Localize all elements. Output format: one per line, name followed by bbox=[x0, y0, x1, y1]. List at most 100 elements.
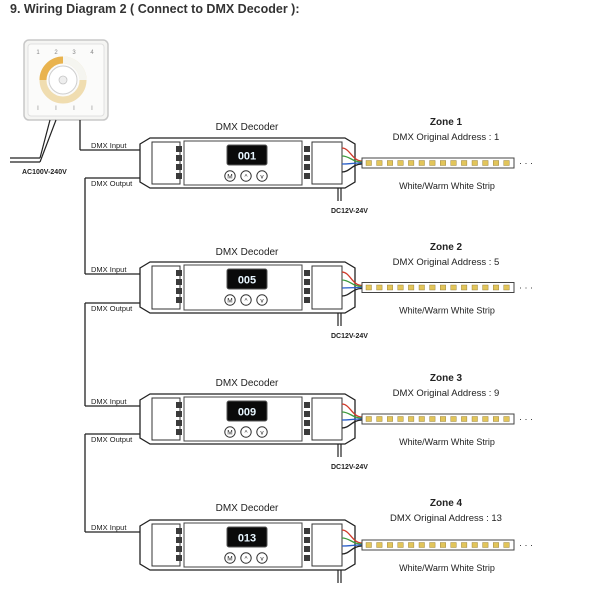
output-terminal bbox=[311, 397, 343, 441]
output-wire bbox=[341, 411, 363, 419]
output-terminal bbox=[311, 141, 343, 185]
output-wire bbox=[341, 287, 363, 297]
terminal-screw bbox=[176, 537, 182, 543]
led-chip bbox=[440, 416, 446, 422]
terminal-screw bbox=[304, 420, 310, 426]
decoder-button-label: M bbox=[227, 556, 232, 563]
led-chip bbox=[408, 542, 415, 548]
dmx-input-label: DMX Input bbox=[91, 397, 127, 406]
output-wire bbox=[341, 529, 363, 544]
led-chip bbox=[376, 284, 383, 291]
led-chip bbox=[387, 160, 393, 166]
zone-name: Zone 4 bbox=[430, 498, 463, 509]
led-chip bbox=[503, 284, 510, 291]
decoder-address-display: 013 bbox=[238, 533, 256, 545]
decoder-button bbox=[224, 552, 236, 564]
terminal-screw bbox=[176, 411, 182, 417]
output-wire bbox=[341, 545, 363, 555]
decoder-button-label: ^ bbox=[244, 430, 248, 437]
output-wire bbox=[341, 286, 363, 289]
led-chip bbox=[387, 416, 393, 422]
panel-zone-mark: I bbox=[73, 106, 75, 112]
led-chip bbox=[493, 416, 499, 422]
strip-continuation: · · · bbox=[519, 414, 533, 424]
panel-zone-mark: 3 bbox=[72, 50, 76, 56]
dmx-output-label: DMX Output bbox=[91, 304, 133, 313]
led-chip bbox=[408, 416, 415, 422]
led-chip bbox=[482, 542, 489, 548]
decoder-button-label: ^ bbox=[244, 556, 248, 563]
terminal-screw bbox=[304, 537, 310, 543]
zone-name: Zone 3 bbox=[430, 373, 463, 384]
dmx-output-label: DMX Output bbox=[91, 179, 133, 188]
terminal-screw bbox=[304, 528, 310, 534]
led-chip bbox=[408, 160, 415, 166]
led-chip bbox=[440, 160, 446, 166]
zone-name: Zone 2 bbox=[430, 242, 463, 253]
terminal-screw bbox=[176, 270, 182, 276]
strip-label: White/Warm White Strip bbox=[399, 563, 495, 573]
terminal-screw bbox=[176, 155, 182, 161]
led-chip bbox=[493, 160, 499, 166]
led-chip bbox=[376, 416, 383, 422]
zone-address: DMX Original Address : 9 bbox=[393, 388, 500, 399]
led-chip bbox=[450, 542, 457, 548]
decoder-button bbox=[240, 552, 252, 564]
output-terminal bbox=[311, 523, 343, 567]
led-strip bbox=[361, 539, 515, 551]
led-chip bbox=[418, 284, 425, 291]
led-chip bbox=[450, 284, 457, 291]
led-strip bbox=[361, 282, 515, 293]
panel-zone-mark: 1 bbox=[36, 50, 40, 56]
terminal-screw bbox=[304, 270, 310, 276]
dmx-input-label: DMX Input bbox=[91, 265, 127, 274]
led-chip bbox=[440, 542, 446, 548]
decoder-button bbox=[256, 294, 268, 306]
decoder-button bbox=[256, 552, 268, 564]
output-wire bbox=[341, 544, 363, 547]
decoder-title: DMX Decoder bbox=[216, 378, 279, 389]
led-chip bbox=[387, 284, 393, 291]
zone-name: Zone 1 bbox=[430, 117, 463, 128]
led-chip bbox=[493, 542, 499, 548]
led-chip bbox=[450, 160, 457, 166]
terminal-screw bbox=[304, 155, 310, 161]
led-chip bbox=[397, 160, 404, 166]
led-chip bbox=[461, 284, 468, 291]
terminal-screw bbox=[176, 555, 182, 561]
output-wire bbox=[341, 271, 363, 287]
led-chip bbox=[418, 160, 425, 166]
led-chip bbox=[365, 160, 372, 166]
strip-continuation: · · · bbox=[519, 540, 533, 550]
terminal-screw bbox=[176, 429, 182, 435]
zone-address: DMX Original Address : 13 bbox=[390, 513, 502, 524]
led-chip bbox=[493, 284, 499, 291]
decoder-button bbox=[224, 294, 236, 306]
decoder-title: DMX Decoder bbox=[216, 122, 279, 133]
led-chip bbox=[461, 542, 468, 548]
led-chip bbox=[461, 160, 468, 166]
terminal-screw bbox=[304, 288, 310, 294]
decoder-button bbox=[240, 294, 252, 306]
led-chip bbox=[365, 416, 372, 422]
led-chip bbox=[397, 542, 404, 548]
led-chip bbox=[418, 542, 425, 548]
output-wire bbox=[341, 155, 363, 163]
led-strip bbox=[361, 413, 515, 425]
decoder-button bbox=[256, 170, 268, 182]
panel-zone-mark: 2 bbox=[54, 50, 58, 56]
led-chip bbox=[429, 416, 436, 422]
output-wire bbox=[341, 162, 363, 165]
dmx-input-label: DMX Input bbox=[91, 523, 127, 532]
terminal-screw bbox=[304, 402, 310, 408]
decoder-button bbox=[240, 170, 252, 182]
terminal-screw bbox=[304, 411, 310, 417]
decoder-button-label: M bbox=[227, 174, 232, 181]
terminal-screw bbox=[304, 297, 310, 303]
panel-power-lead bbox=[39, 119, 51, 159]
